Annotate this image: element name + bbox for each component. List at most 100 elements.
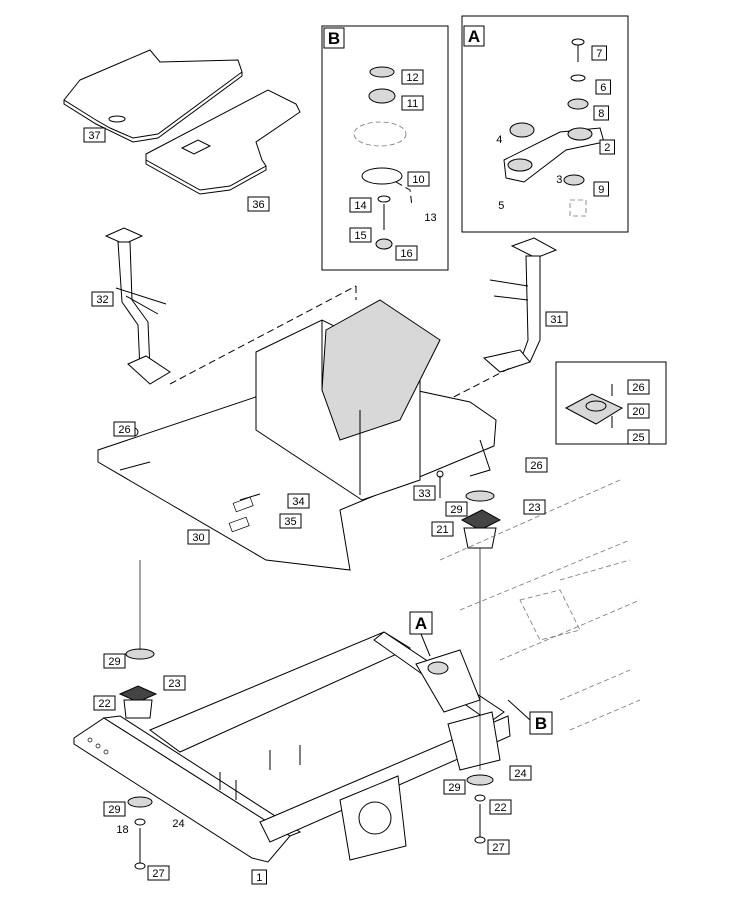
callout-number: 10 — [412, 174, 424, 186]
callout-10: 10 — [407, 171, 430, 187]
callout-number: 33 — [418, 488, 430, 500]
callout-box — [525, 457, 548, 473]
callout-box — [279, 513, 302, 529]
callout-number: 21 — [436, 524, 448, 536]
callout-11: 11 — [401, 95, 424, 111]
callout-number: 29 — [450, 504, 462, 516]
callout-box — [509, 765, 532, 781]
callout-box — [627, 379, 650, 395]
support-column-32 — [104, 227, 171, 385]
callout-number: 22 — [98, 698, 110, 710]
detail-b-letter: B — [328, 29, 340, 48]
callout-number: 23 — [168, 678, 180, 690]
callout-box — [401, 69, 424, 85]
callout-24b: 24 — [172, 818, 184, 830]
callout-22a: 22 — [93, 695, 116, 711]
callout-1: 1 — [251, 869, 267, 885]
callout-16: 16 — [395, 245, 418, 261]
callout-4: 4 — [496, 134, 502, 146]
callout-box — [401, 95, 424, 111]
callout-number: 35 — [284, 516, 296, 528]
callout-number: 2 — [604, 142, 610, 154]
callout-number: 4 — [496, 134, 502, 146]
callout-number: 36 — [252, 199, 264, 211]
callout-number: 37 — [88, 130, 100, 142]
callout-box — [487, 839, 510, 855]
callout-number: 13 — [424, 212, 436, 224]
callout-number: 29 — [108, 804, 120, 816]
callout-22b: 22 — [489, 799, 512, 815]
callout-24a: 24 — [509, 765, 532, 781]
callout-number: 34 — [292, 496, 304, 508]
callout-27b: 27 — [487, 839, 510, 855]
callout-26c: 26 — [627, 379, 650, 395]
callout-box — [445, 501, 468, 517]
callout-29a: 29 — [445, 501, 468, 517]
callout-box — [163, 675, 186, 691]
vehicle-frame-ghost — [439, 479, 641, 731]
callout-number: 20 — [632, 406, 644, 418]
callout-box — [591, 45, 607, 61]
callout-box — [599, 139, 615, 155]
callout-number: 31 — [550, 314, 562, 326]
callout-number: 8 — [598, 108, 604, 120]
callout-number: 5 — [498, 200, 504, 212]
callout-31: 31 — [545, 311, 568, 327]
callout-number: 18 — [116, 824, 128, 836]
callout-number: 24 — [514, 768, 526, 780]
callout-box — [187, 529, 210, 545]
callout-23b: 23 — [163, 675, 186, 691]
callout-26a: 26 — [113, 421, 136, 437]
callout-number: 27 — [492, 842, 504, 854]
pointer-b: B — [507, 699, 553, 735]
callout-box — [523, 499, 546, 515]
callout-box — [627, 403, 650, 419]
callout-box — [147, 865, 170, 881]
callout-number: 26 — [118, 424, 130, 436]
callout-number: 32 — [96, 294, 108, 306]
callout-36: 36 — [247, 196, 270, 212]
callout-2: 2 — [599, 139, 615, 155]
callout-number: 14 — [354, 200, 366, 212]
callout-number: 9 — [598, 184, 604, 196]
callout-box — [251, 869, 267, 885]
callout-number: 7 — [596, 48, 602, 60]
callout-box — [349, 197, 372, 213]
callout-box — [413, 485, 436, 501]
detail-view-b: B — [321, 25, 449, 271]
callout-box — [113, 421, 136, 437]
callout-number: 25 — [632, 432, 644, 444]
callout-3: 3 — [556, 174, 562, 186]
pointer-a: A — [409, 611, 433, 657]
callout-5: 5 — [498, 200, 504, 212]
callout-number: 22 — [494, 802, 506, 814]
callout-15: 15 — [349, 227, 372, 243]
callout-number: 1 — [256, 872, 262, 884]
callout-27a: 27 — [147, 865, 170, 881]
callout-20: 20 — [627, 403, 650, 419]
floor-mat-36 — [145, 89, 301, 195]
callout-box — [287, 493, 310, 509]
callout-box — [545, 311, 568, 327]
callout-21: 21 — [431, 521, 454, 537]
callout-box — [431, 521, 454, 537]
callout-29b: 29 — [103, 653, 126, 669]
callout-26b: 26 — [525, 457, 548, 473]
mount-stack-right-upper — [436, 470, 502, 549]
callout-29c: 29 — [443, 779, 466, 795]
callout-number: 6 — [600, 82, 606, 94]
callout-number: 29 — [448, 782, 460, 794]
floor-mat-37 — [63, 49, 243, 143]
callout-7: 7 — [591, 45, 607, 61]
callout-13: 13 — [424, 212, 436, 224]
callout-box — [407, 171, 430, 187]
pointer-b-letter: B — [535, 714, 547, 733]
callout-8: 8 — [593, 105, 609, 121]
callout-35: 35 — [279, 513, 302, 529]
callout-number: 15 — [354, 230, 366, 242]
callout-number: 29 — [108, 656, 120, 668]
callout-box — [489, 799, 512, 815]
callout-9: 9 — [593, 181, 609, 197]
seat-base-frame-30 — [97, 285, 511, 571]
